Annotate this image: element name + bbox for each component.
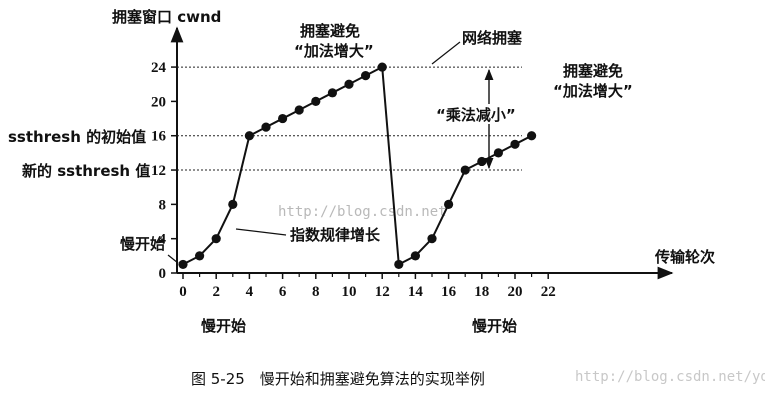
data-point-series-2 <box>477 156 487 167</box>
x-axis-title: 传输轮次 <box>654 248 715 266</box>
x-tick-label: 6 <box>279 284 287 300</box>
x-tick-label: 18 <box>474 284 489 300</box>
data-point-series-1 <box>178 259 188 270</box>
x-tick-label: 16 <box>441 284 457 300</box>
y-ticks: 0 4 8 12 16 20 24 <box>151 60 177 282</box>
watermark-center: http://blog.csdn.net <box>278 204 447 220</box>
exp-growth-pointer <box>235 228 287 236</box>
data-point-series-1 <box>244 131 254 141</box>
x-tick-label: 8 <box>312 284 320 300</box>
data-point-series-1 <box>344 79 354 89</box>
y-tick-label: 4 <box>159 232 167 248</box>
watermark-corner: http://blog.csdn.net/ydyang1126 <box>575 369 765 385</box>
annotation-ca1-line2: “加法增大” <box>294 42 374 60</box>
y-tick-label: 24 <box>151 60 167 76</box>
x-tick-label: 4 <box>246 284 254 300</box>
annotation-mult-decrease: “乘法减小” <box>436 106 516 124</box>
data-point-series-1 <box>261 122 271 132</box>
congestion-pointer <box>431 41 461 65</box>
ssthresh-new-label: 新的 ssthresh 值 <box>22 162 150 180</box>
data-point-series-2 <box>510 139 520 149</box>
data-point-series-2 <box>394 259 404 270</box>
figure-caption: 图 5-25 慢开始和拥塞避免算法的实现举例 <box>191 370 485 388</box>
annotation-congestion: 网络拥塞 <box>462 29 523 47</box>
y-tick-label: 0 <box>159 266 167 282</box>
data-point-series-1 <box>294 105 304 115</box>
reference-lines <box>177 66 522 171</box>
y-tick-label: 16 <box>151 129 167 145</box>
ssthresh-initial-label: ssthresh 的初始值 <box>8 128 146 146</box>
x-tick-label: 14 <box>408 284 424 300</box>
annotation-slow-start-1: 慢开始 <box>201 317 246 335</box>
annotation-slow-start-2: 慢开始 <box>472 317 517 335</box>
data-point-series-2 <box>410 251 420 261</box>
x-tick-label: 12 <box>375 284 390 300</box>
slow-start-pointer <box>167 254 179 264</box>
data-point-series-2 <box>527 131 537 141</box>
data-point-series-1 <box>195 251 205 261</box>
data-point-series-1 <box>311 96 321 106</box>
x-tick-label: 0 <box>179 284 187 300</box>
annotation-slow-start-left: 慢开始 <box>120 235 165 253</box>
data-point-series-1 <box>377 62 387 72</box>
x-tick-label: 22 <box>541 284 556 300</box>
data-point-series-2 <box>493 148 503 158</box>
data-point-series-2 <box>427 234 437 244</box>
data-point-series-1 <box>278 113 288 124</box>
annotation-exp-growth: 指数规律增长 <box>290 226 381 244</box>
data-point-series-1 <box>361 71 371 81</box>
annotation-ca1-line1: 拥塞避免 <box>300 22 360 40</box>
data-point-series-1 <box>228 199 238 209</box>
series <box>178 62 537 270</box>
x-tick-label: 20 <box>508 284 523 300</box>
x-tick-label: 2 <box>212 284 220 300</box>
data-point-series-2 <box>460 165 470 175</box>
annotation-ca2-line2: “加法增大” <box>553 82 633 100</box>
annotation-ca2-line1: 拥塞避免 <box>563 62 623 80</box>
data-point-series-1 <box>327 88 337 98</box>
data-point-series-1 <box>211 234 221 244</box>
cwnd-line <box>182 65 533 266</box>
y-tick-label: 20 <box>151 94 166 110</box>
y-tick-label: 12 <box>151 163 166 179</box>
x-tick-label: 10 <box>342 284 357 300</box>
y-axis-title: 拥塞窗口 cwnd <box>112 8 221 26</box>
y-tick-label: 8 <box>159 197 167 213</box>
x-ticks: 0 2 4 6 8 10 12 14 16 18 20 22 <box>179 273 556 300</box>
data-point-series-2 <box>444 199 454 209</box>
